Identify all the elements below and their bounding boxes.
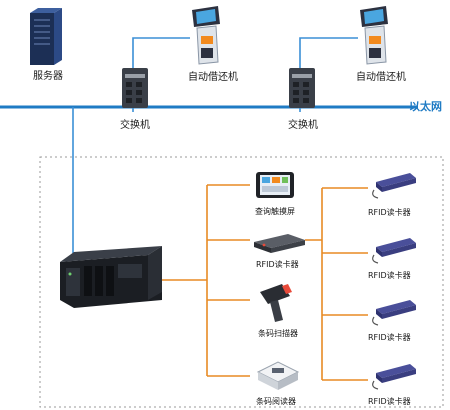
server-icon (30, 8, 62, 65)
rfid-card-reader-icon (372, 364, 416, 390)
kiosk-label: 自动借还机 (356, 72, 406, 83)
controller-box-icon (60, 246, 162, 308)
rfid-card-reader-icon (372, 238, 416, 264)
barcode-reader-icon (256, 361, 300, 390)
switch-icon (122, 68, 148, 108)
device-branch-lines (162, 184, 368, 381)
rfid-card-reader-icon (372, 300, 416, 326)
touch-screen-icon (256, 172, 294, 198)
barcode-reader-label: 条码阅读器 (256, 397, 296, 406)
ethernet-label: 以太网 (409, 100, 442, 113)
self-service-kiosk-icon (360, 6, 388, 65)
rfid-card-reader-label: RFID读卡器 (368, 271, 411, 280)
rfid-card-reader-label: RFID读卡器 (368, 208, 411, 217)
local-network-boundary (39, 156, 444, 408)
kiosk-label: 自动借还机 (188, 72, 238, 83)
rfid-card-reader-label: RFID读卡器 (368, 397, 411, 406)
barcode-scanner-icon (260, 284, 292, 322)
touch-screen-label: 查询触摸屏 (255, 207, 295, 216)
switch-icon (289, 68, 315, 108)
switch-label: 交换机 (120, 120, 150, 131)
barcode-scanner-label: 条码扫描器 (258, 329, 298, 338)
rfid-reader-device-icon (254, 234, 305, 253)
rfid-card-reader-label: RFID读卡器 (368, 333, 411, 342)
ethernet-links (72, 37, 358, 253)
rfid-reader-label: RFID读卡器 (256, 260, 299, 269)
server-label: 服务器 (33, 71, 63, 82)
self-service-kiosk-icon (192, 6, 220, 65)
rfid-card-reader-icon (372, 173, 416, 199)
switch-label: 交换机 (288, 120, 318, 131)
